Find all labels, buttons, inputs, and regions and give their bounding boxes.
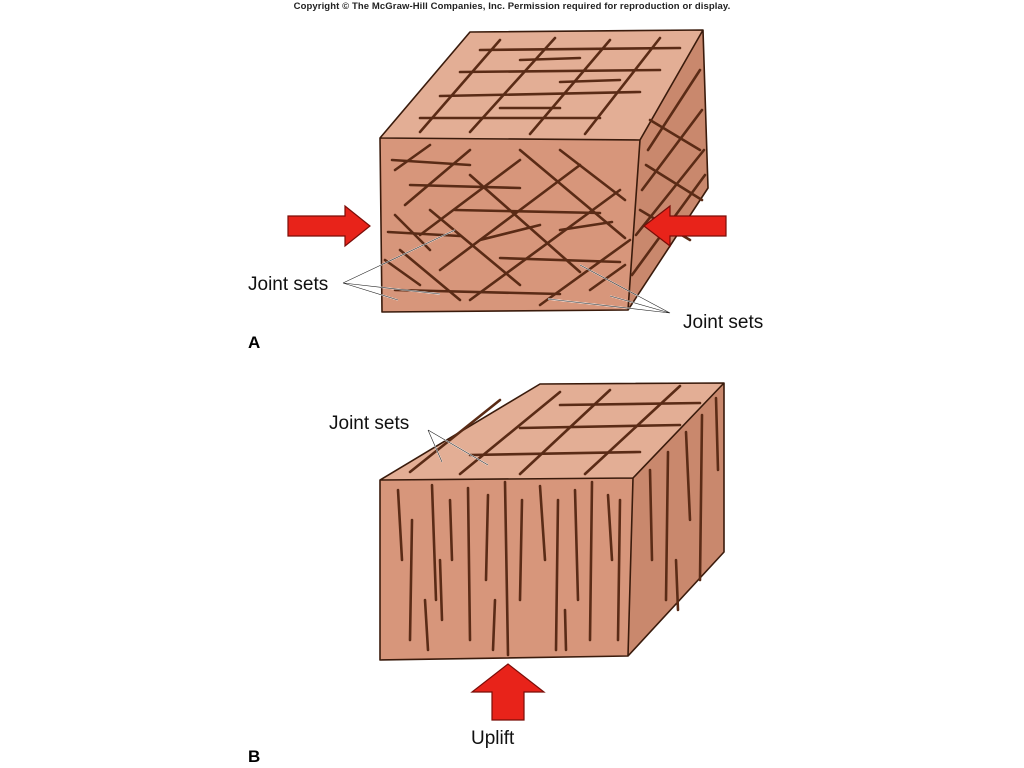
block-a [287, 29, 727, 314]
block-a-side-face [628, 30, 708, 310]
joint-sets-label-a-right: Joint sets [683, 312, 764, 333]
block-b-side-joints [648, 396, 720, 612]
panel-b-letter: B [248, 747, 261, 766]
joint-sets-label-b: Joint sets [329, 413, 410, 434]
block-b [379, 382, 725, 721]
uplift-arrow [470, 663, 546, 721]
left-compression-arrow [287, 204, 371, 248]
block-a-leader-outline [342, 229, 671, 314]
block-b-front-joints [396, 480, 622, 657]
copyright-notice: Copyright © The McGraw-Hill Companies, I… [293, 1, 731, 12]
block-a-top-face [380, 30, 703, 140]
right-compression-arrow [643, 204, 727, 248]
block-a-top-joints [418, 36, 682, 136]
block-b-side-face [628, 383, 724, 656]
uplift-label: Uplift [471, 728, 515, 749]
block-a-front-joints [383, 143, 632, 307]
block-b-leader-outline [427, 429, 489, 466]
panel-a-letter: A [248, 333, 261, 352]
joint-sets-label-a-left: Joint sets [248, 274, 329, 295]
block-b-top-face [380, 383, 724, 480]
block-b-top-joints [408, 384, 702, 476]
